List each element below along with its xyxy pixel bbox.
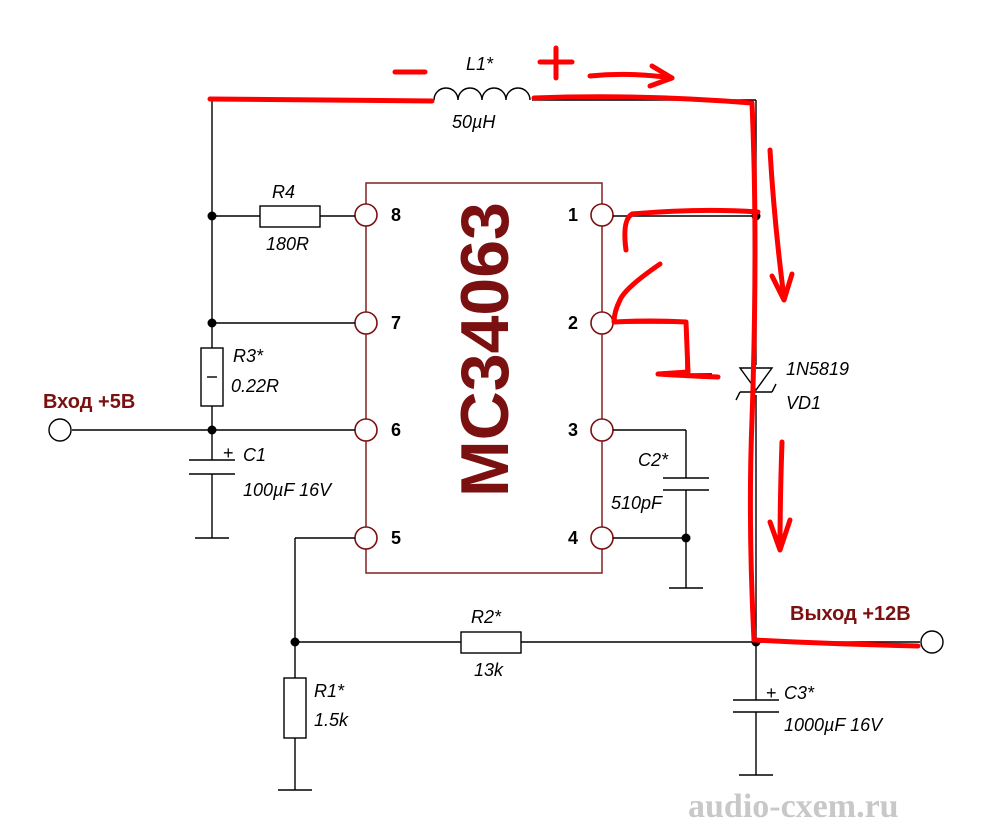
r1-value: 1.5k [314,710,349,730]
c1-value: 100µF 16V [243,480,333,500]
inductor-l1-coil [433,87,531,101]
c3-ref: C3* [784,683,815,703]
annotation-arrow-down2-shaft [777,439,785,551]
c2-value: 510pF [611,493,663,513]
pin-2-label: 2 [568,313,578,333]
r2-value: 13k [474,660,504,680]
annotation-plus-sign [537,45,575,81]
pin-1-label: 1 [568,205,578,225]
resistor-r1 [283,677,307,739]
pin-5-label: 5 [391,528,401,548]
annotation-pin1-scribble [622,207,761,253]
junction-r2-left [290,637,300,647]
annotation-arrow-down1-shaft [767,147,787,301]
l1-value: 50µH [452,112,496,132]
c1-plus-sign: + [223,443,234,463]
pin-8-label: 8 [391,205,401,225]
pin-1-pad [590,203,614,227]
annotation-arrow-top-shaft [587,71,675,81]
pin-3-label: 3 [568,420,578,440]
vd1-ref: VD1 [786,393,821,413]
resistor-r4 [259,205,321,228]
diode-vd1-bar-end-left [735,391,741,401]
annotation-current-path [531,94,921,649]
annotation-pin2-scribble [611,261,721,380]
pin-7-label: 7 [391,313,401,333]
junction-pin7 [207,318,217,328]
diode-vd1-triangle [738,367,774,392]
pin-5-pad [354,526,378,550]
pin-2-pad [590,311,614,335]
c2-ref: C2* [638,450,669,470]
pin-6-pad [354,418,378,442]
ic-body [365,182,603,574]
annotation-arrow-down1-head [769,271,795,303]
watermark: audio-cxem.ru [688,788,899,825]
pin-6-label: 6 [391,420,401,440]
pin-4-label: 4 [568,528,578,548]
junction-pin4 [681,533,691,543]
pin-4-pad [590,526,614,550]
input-terminal [48,418,72,442]
l1-ref: L1* [466,54,494,74]
vd1-value: 1N5819 [786,359,849,379]
junction-r4 [207,211,217,221]
pin-8-pad [354,203,378,227]
input-label: Вход +5В [43,391,135,413]
junction-input [207,425,217,435]
pin-7-pad [354,311,378,335]
output-label: Выход +12В [790,603,911,625]
annotation-current-top-left [207,96,435,104]
r4-ref: R4 [272,182,295,202]
diode-vd1-bar-end-right [771,383,777,393]
c3-value: 1000µF 16V [784,715,884,735]
annotation-arrow-down2-head [767,517,793,553]
resistor-r3 [200,347,224,407]
r3-value: 0.22R [231,376,279,396]
c1-ref: C1 [243,445,266,465]
output-terminal [920,630,944,654]
r2-ref: R2* [471,607,502,627]
r4-value: 180R [266,234,309,254]
c3-plus-sign: + [766,683,777,703]
r1-ref: R1* [314,681,345,701]
resistor-r2 [460,631,522,654]
annotation-arrow-top-head [647,63,675,89]
r3-ref: R3* [233,346,264,366]
pin-3-pad [590,418,614,442]
ic-label: MC34063 [447,202,523,497]
